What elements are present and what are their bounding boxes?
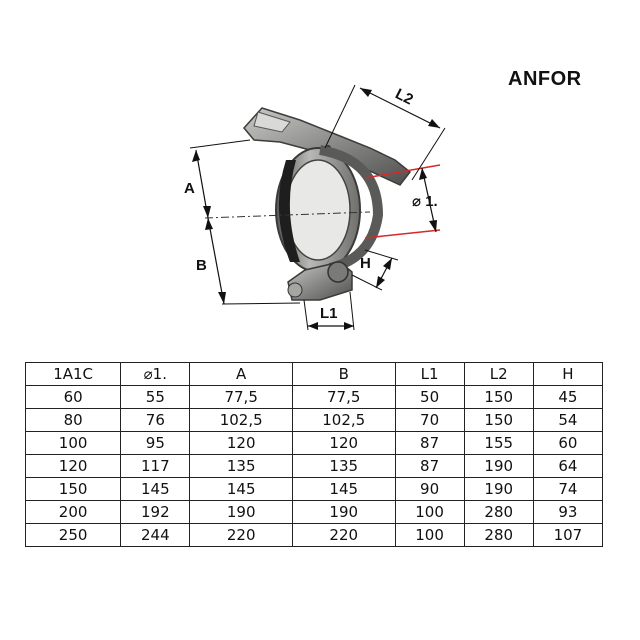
table-cell: 190: [291, 500, 396, 524]
coupling-ring: [275, 145, 384, 273]
dim-label-l1: L1: [320, 305, 338, 322]
table-cell: 220: [291, 523, 396, 547]
col-header: L1: [394, 362, 465, 386]
table-cell: 150: [24, 477, 122, 501]
clamp-drawing: L2 A B ⌀ 1. H L1: [184, 84, 446, 331]
table-cell: 77,5: [291, 385, 396, 409]
table-cell: 50: [394, 385, 465, 409]
table-cell: 102,5: [189, 408, 293, 432]
table-cell: 76: [120, 408, 191, 432]
table-cell: 150: [463, 385, 534, 409]
table-cell: 192: [120, 500, 191, 524]
table-cell: 60: [532, 431, 604, 455]
table-cell: 117: [120, 454, 191, 478]
table-cell: 120: [291, 431, 396, 455]
table-cell: 280: [463, 523, 534, 547]
table-cell: 55: [120, 385, 191, 409]
lower-latch: [287, 261, 353, 301]
table-cell: 70: [394, 408, 465, 432]
table-cell: 54: [532, 408, 604, 432]
table-cell: 45: [532, 385, 604, 409]
col-header: ⌀1.: [120, 362, 191, 386]
table-header-row: 1A1C ⌀1. A B L1 L2 H: [24, 362, 604, 386]
table-cell: 280: [463, 500, 534, 524]
dim-label-a: A: [184, 180, 195, 197]
table-cell: 90: [394, 477, 465, 501]
table-cell: 74: [532, 477, 604, 501]
table-cell: 100: [24, 431, 122, 455]
col-header: B: [291, 362, 396, 386]
table-cell: 145: [291, 477, 396, 501]
table-cell: 95: [120, 431, 191, 455]
col-header: L2: [463, 362, 534, 386]
table-cell: 250: [24, 523, 122, 547]
table-cell: 100: [394, 500, 465, 524]
brand-title: ANFOR: [508, 68, 582, 90]
dim-label-diameter: ⌀ 1.: [412, 193, 438, 210]
table-cell: 64: [532, 454, 604, 478]
table-cell: 135: [189, 454, 293, 478]
col-header: H: [532, 362, 604, 386]
table-cell: 155: [463, 431, 534, 455]
table-cell: 200: [24, 500, 122, 524]
dim-label-l2: L2: [392, 85, 415, 108]
dim-label-b: B: [196, 257, 207, 274]
table-cell: 93: [532, 500, 604, 524]
table-cell: 100: [394, 523, 465, 547]
table-cell: 135: [291, 454, 396, 478]
table-cell: 60: [24, 385, 122, 409]
table-cell: 145: [189, 477, 293, 501]
dim-label-h: H: [360, 255, 371, 272]
table-cell: 80: [24, 408, 122, 432]
table-cell: 150: [463, 408, 534, 432]
table-cell: 120: [189, 431, 293, 455]
table-cell: 87: [394, 454, 465, 478]
table-cell: 87: [394, 431, 465, 455]
table-cell: 220: [189, 523, 293, 547]
table-cell: 77,5: [189, 385, 293, 409]
table-cell: 145: [120, 477, 191, 501]
table-cell: 107: [532, 523, 604, 547]
table-cell: 244: [120, 523, 191, 547]
table-cell: 120: [24, 454, 122, 478]
table-cell: 102,5: [291, 408, 396, 432]
table-cell: 190: [463, 477, 534, 501]
col-header: 1A1C: [24, 362, 122, 386]
table-cell: 190: [463, 454, 534, 478]
table-cell: 190: [189, 500, 293, 524]
col-header: A: [189, 362, 293, 386]
